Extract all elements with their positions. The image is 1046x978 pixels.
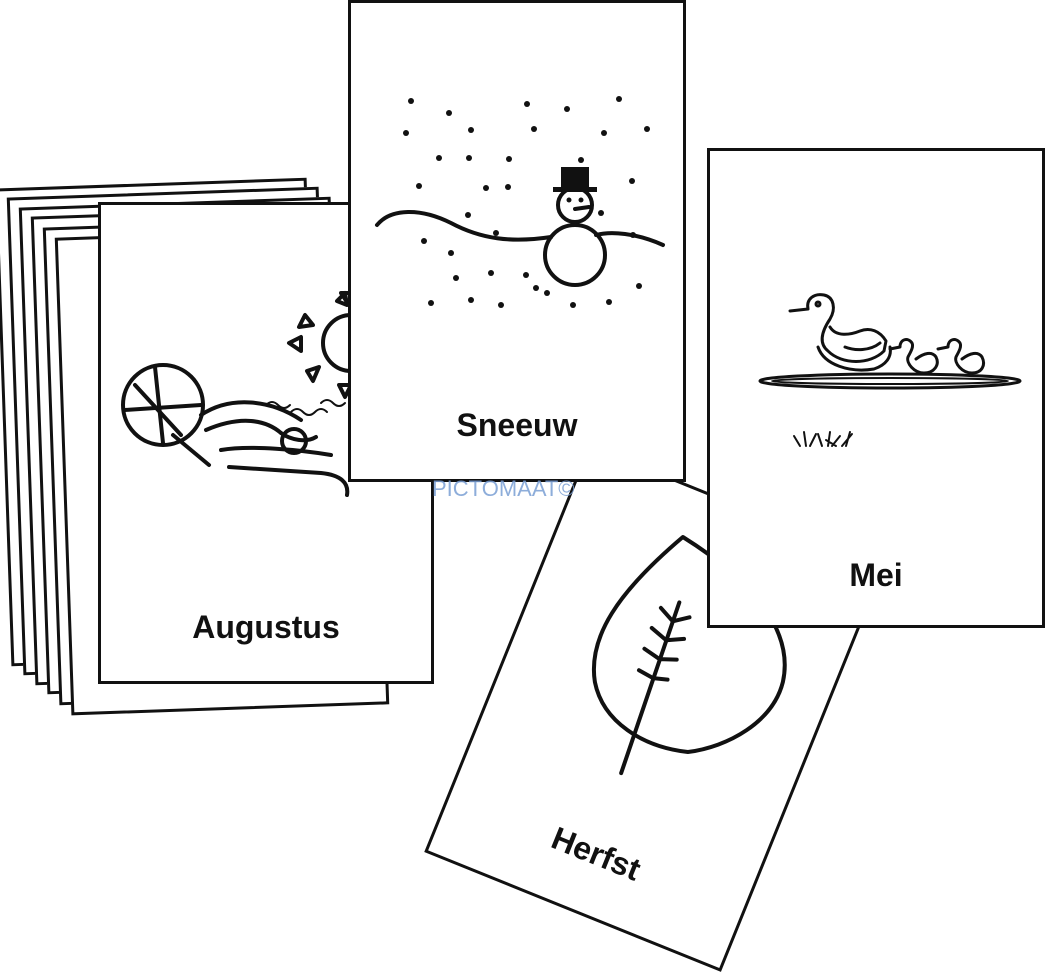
watermark-text: PICTOMAAT© [432, 476, 575, 501]
card-label-augustus: Augustus [192, 609, 340, 645]
card-mei[interactable]: Mei [707, 148, 1045, 628]
snowman-icon [375, 96, 665, 308]
card-sneeuw[interactable]: Sneeuw [348, 0, 686, 482]
card-label-mei: Mei [849, 557, 903, 593]
ducks-icon [758, 293, 1022, 447]
card-label-sneeuw: Sneeuw [456, 407, 578, 443]
